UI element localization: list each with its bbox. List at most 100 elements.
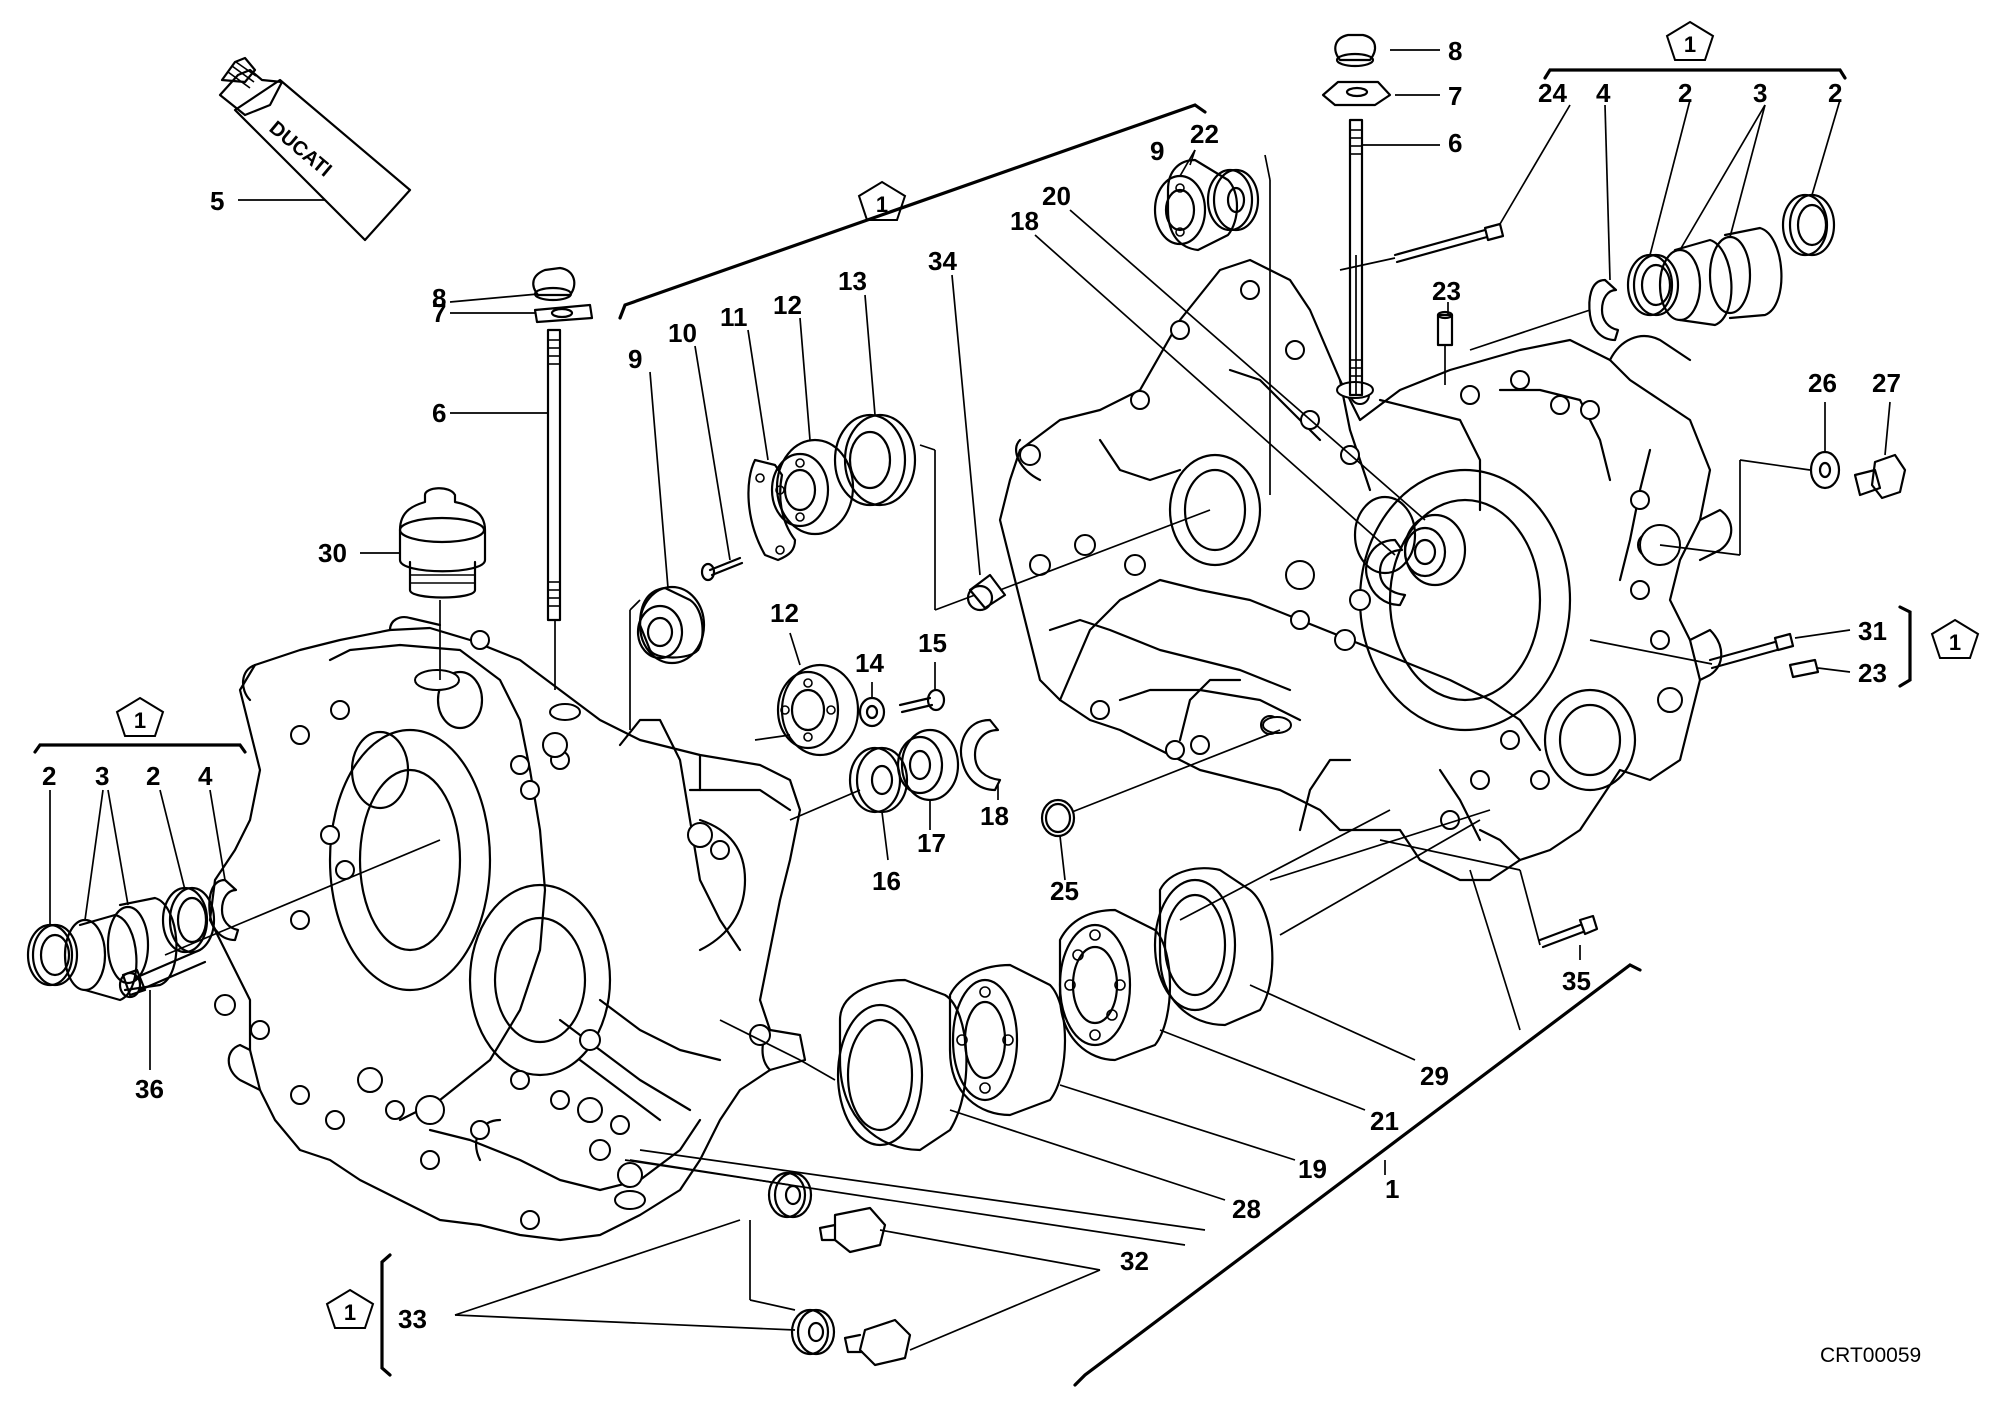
kit-marker-right: 1 (1930, 618, 1980, 659)
callout-13: 13 (838, 266, 867, 296)
washer-33-upper (767, 1171, 813, 1219)
callout-6: 6 (432, 398, 446, 428)
callout-17: 17 (917, 828, 946, 858)
callout-16: 16 (872, 866, 901, 896)
kit-marker-top-center: 1 (857, 180, 907, 221)
callout-23: 23 (1858, 658, 1887, 688)
bolt-35 (1538, 914, 1599, 949)
right-bearing-stack (1588, 193, 1836, 342)
circlip-18-upper (1365, 538, 1407, 607)
callout-25: 25 (1050, 876, 1079, 906)
left-crankcase-half (208, 616, 807, 1242)
screw-10 (700, 556, 744, 582)
callout-28: 28 (1232, 1194, 1261, 1224)
right-crankcase-half (998, 258, 1733, 882)
kit-marker-bottom-left: 1 (325, 1288, 375, 1329)
callout-26: 26 (1808, 368, 1837, 398)
callout-31: 31 (1858, 616, 1887, 646)
drain-plug-32-lower (843, 1318, 912, 1367)
callout-19: 19 (1298, 1154, 1327, 1184)
callout-12: 12 (770, 598, 799, 628)
callout-22: 22 (1190, 119, 1219, 149)
callout-2: 2 (1828, 78, 1842, 108)
kit-marker-label: 1 (1684, 32, 1696, 57)
circlip-18-lower (959, 718, 1002, 792)
kit-marker-label: 1 (876, 192, 888, 217)
plug-27 (1853, 453, 1907, 500)
dowel-34 (966, 573, 1007, 612)
callout-29: 29 (1420, 1061, 1449, 1091)
bush-28 (836, 978, 968, 1152)
callout-21: 21 (1370, 1106, 1399, 1136)
callout-labels: 5 8 7 7 6 30 9 10 11 12 13 34 18 20 9 22… (42, 36, 1901, 1334)
callout-9: 9 (1150, 136, 1164, 166)
bearing-12-lower (776, 663, 860, 757)
seal-13 (833, 413, 917, 507)
callout-2: 2 (146, 761, 160, 791)
callout-18: 18 (1010, 206, 1039, 236)
callout-23: 23 (1432, 276, 1461, 306)
kit-marker-label: 1 (344, 1300, 356, 1325)
bolt-24 (1393, 222, 1505, 264)
breather-cap-30 (398, 487, 487, 599)
shim-22 (1206, 168, 1260, 232)
callout-15: 15 (918, 628, 947, 658)
callout-6: 6 (1448, 128, 1462, 158)
callout-30: 30 (318, 538, 347, 568)
callout-18: 18 (980, 801, 1009, 831)
callout-12: 12 (773, 290, 802, 320)
drain-plug-32-upper (818, 1206, 887, 1254)
bush-29 (1153, 867, 1274, 1027)
left-stud-assembly (532, 266, 594, 622)
bearing-21 (1058, 908, 1172, 1062)
callout-10: 10 (668, 318, 697, 348)
kit-marker-label: 1 (1949, 630, 1961, 655)
callout-34: 34 (928, 246, 957, 276)
callout-7: 7 (1448, 81, 1462, 111)
bolt-31 (1708, 632, 1795, 670)
callout-27: 27 (1872, 368, 1901, 398)
kit-marker-top-right: 1 (1665, 20, 1715, 61)
kit-brackets (33, 68, 1912, 1387)
bearing-17 (896, 728, 960, 802)
callout-3: 3 (1753, 78, 1767, 108)
callout-35: 35 (1562, 966, 1591, 996)
bearing-9-right (1153, 158, 1238, 252)
callout-24: 24 (1538, 78, 1567, 108)
callout-14: 14 (855, 648, 884, 678)
callout-7: 7 (432, 298, 446, 328)
bearing-19 (948, 963, 1067, 1117)
callout-1: 1 (1385, 1174, 1399, 1204)
sealant-tube-5: DUCATI (218, 56, 412, 242)
kit-marker-left: 1 (115, 696, 165, 737)
washer-33-lower (790, 1308, 836, 1356)
dowel-23-upper (1436, 310, 1454, 347)
callout-2: 2 (42, 761, 56, 791)
o-ring-25 (1040, 798, 1076, 838)
leader-lines (49, 49, 1891, 1351)
callout-2: 2 (1678, 78, 1692, 108)
callout-3: 3 (95, 761, 109, 791)
callout-4: 4 (198, 761, 213, 791)
bearing-20 (1403, 513, 1467, 587)
bearing-9-left (636, 585, 706, 665)
callout-11: 11 (720, 302, 748, 332)
dowel-23-right (1788, 658, 1820, 679)
washer-14 (858, 696, 886, 728)
callout-4: 4 (1596, 78, 1611, 108)
callout-8: 8 (432, 283, 446, 313)
kit-marker-label: 1 (134, 708, 146, 733)
callout-36: 36 (135, 1074, 164, 1104)
callout-9: 9 (628, 344, 642, 374)
callout-8: 8 (1448, 36, 1462, 66)
callout-32: 32 (1120, 1246, 1149, 1276)
retaining-plate-11 (747, 458, 797, 562)
washer-26 (1809, 450, 1841, 490)
callout-20: 20 (1042, 181, 1071, 211)
callout-5: 5 (210, 186, 224, 216)
screw-15 (898, 688, 946, 714)
left-bearing-stack (26, 878, 240, 1002)
callout-33: 33 (398, 1304, 427, 1334)
drawing-code: CRT00059 (1820, 1344, 1921, 1367)
